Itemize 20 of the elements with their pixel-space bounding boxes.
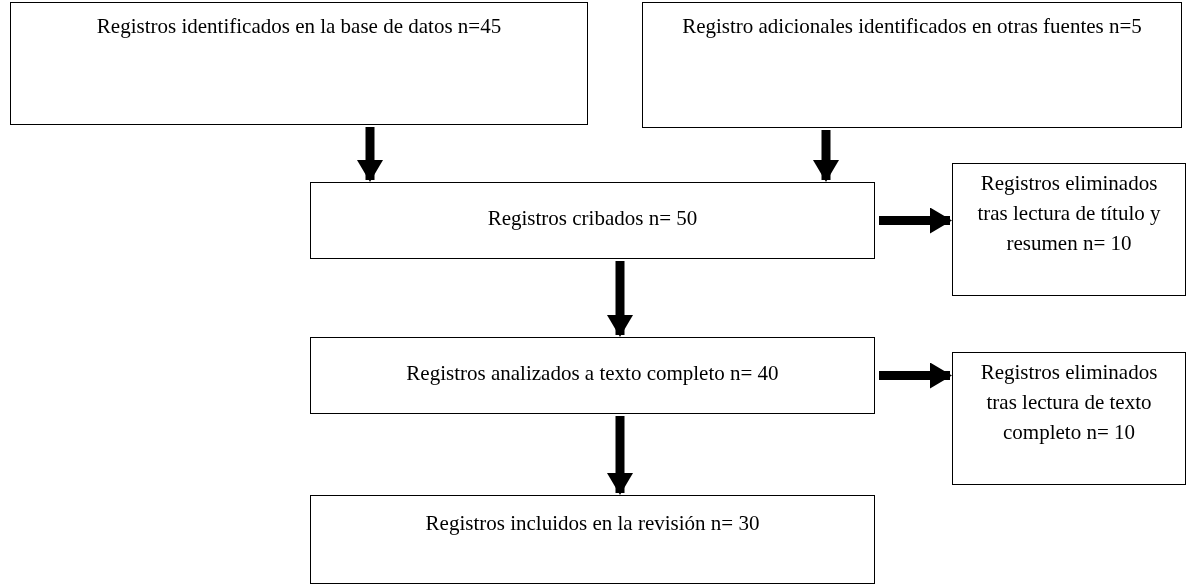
arrow [607,261,633,337]
process-box [952,163,1186,296]
process-box [310,337,875,414]
box-text: Registros eliminados tras lectura de texto completo n= 10 [979,359,1159,446]
box-text: Registros eliminados tras lectura de título y resumen n= 10 [976,170,1162,257]
process-box [10,2,588,125]
arrow [357,127,383,182]
box-text: Registros incluidos en la revisión n= 30 [425,510,760,537]
box-text: Registros identificados en la base de datos n=45 [96,13,502,40]
box-text: Registros analizados a texto completo n= 40 [406,360,779,387]
arrow [879,207,952,234]
box-text: Registros cribados n= 50 [487,205,698,232]
process-box [952,352,1186,485]
arrow [879,362,952,389]
arrow [607,416,633,495]
process-box [310,182,875,259]
process-box [310,495,875,584]
process-box [642,2,1182,128]
box-text: Registro adicionales identificados en otras fuentes n=5 [682,13,1142,40]
arrow [813,130,839,182]
